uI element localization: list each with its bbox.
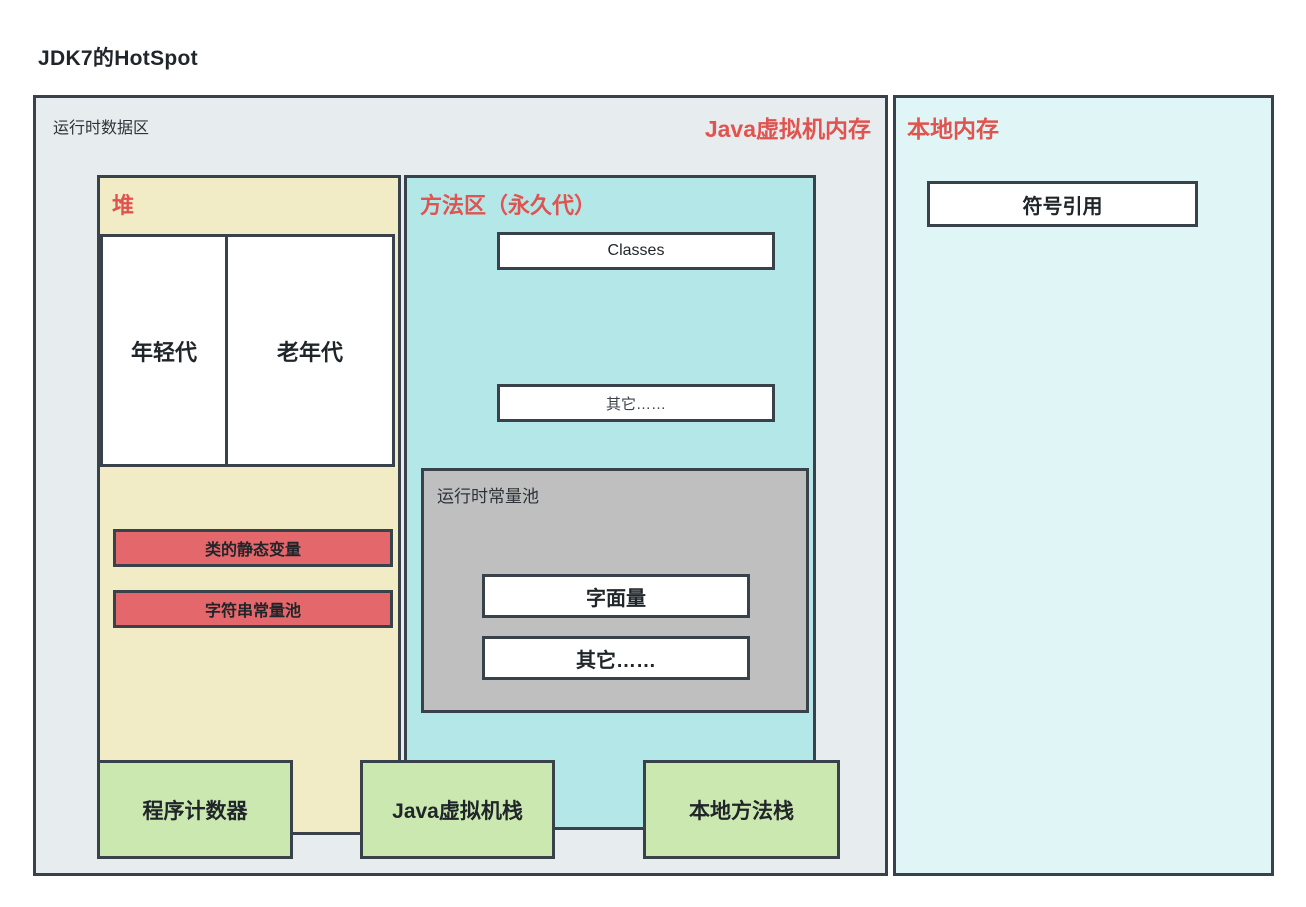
runtime-data-area-label: 运行时数据区	[53, 120, 150, 137]
method-area-other-box: 其它……	[497, 384, 775, 422]
heap-box: 堆 年轻代 老年代 类的静态变量 字符串常量池	[97, 175, 401, 835]
class-static-variables-box: 类的静态变量	[113, 529, 393, 567]
method-area-title: 方法区（永久代）	[420, 193, 597, 218]
native-memory-title: 本地内存	[907, 116, 999, 142]
literal-box: 字面量	[482, 574, 750, 618]
native-method-stack-box: 本地方法栈	[643, 760, 840, 859]
string-constant-pool-box: 字符串常量池	[113, 590, 393, 628]
symbol-reference-box: 符号引用	[927, 181, 1198, 227]
program-counter-box: 程序计数器	[97, 760, 293, 859]
jvm-memory-title: Java虚拟机内存	[704, 116, 871, 142]
constant-pool-other-box: 其它……	[482, 636, 750, 680]
heap-generations-row: 年轻代 老年代	[100, 234, 398, 467]
runtime-constant-pool-box: 运行时常量池 字面量 其它……	[421, 468, 809, 713]
page-title: JDK7的HotSpot	[38, 47, 198, 70]
native-memory-panel: 本地内存 符号引用	[893, 95, 1274, 876]
old-generation-box: 老年代	[225, 234, 395, 467]
method-area-box: 方法区（永久代） Classes 其它…… 运行时常量池 字面量 其它……	[404, 175, 816, 830]
runtime-constant-pool-title: 运行时常量池	[437, 487, 539, 506]
jvm-memory-panel: 运行时数据区 Java虚拟机内存 堆 年轻代 老年代 类的静态变量 字符串常量池…	[33, 95, 888, 876]
heap-title: 堆	[112, 193, 135, 218]
jvm-stack-box: Java虚拟机栈	[360, 760, 555, 859]
classes-box: Classes	[497, 232, 775, 270]
young-generation-box: 年轻代	[100, 234, 228, 467]
